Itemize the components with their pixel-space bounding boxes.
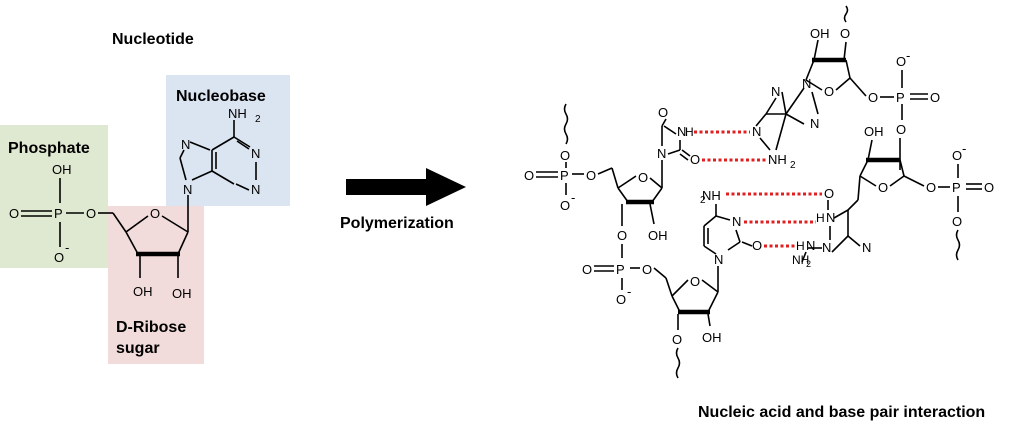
atom-h: H [816, 211, 825, 225]
atom-o: O [524, 168, 534, 183]
atom-o: O [952, 148, 962, 163]
atom-n: N [862, 240, 871, 255]
polymerization-arrow [346, 168, 466, 206]
atom-n: N [251, 182, 260, 197]
atom-p: P [54, 206, 63, 221]
atom-n: N [752, 124, 761, 139]
atom-sub2: 2 [700, 195, 706, 206]
charge-minus: - [906, 48, 910, 63]
atom-h: H [796, 239, 805, 253]
charge-minus: - [65, 240, 69, 255]
atom-h: H [685, 125, 694, 139]
atom-o: O [560, 148, 570, 163]
charge-minus: - [627, 284, 631, 299]
atom-o: O [930, 90, 940, 105]
atom-o: O [868, 90, 878, 105]
atom-o: O [658, 105, 668, 120]
atom-o: O [9, 206, 19, 221]
atom-oh: OH [810, 26, 830, 41]
atom-oh: OH [864, 124, 884, 139]
atom-p: P [952, 180, 961, 195]
atom-n: N [677, 124, 686, 139]
atom-p: P [560, 168, 569, 183]
atom-sub2: 2 [255, 114, 261, 125]
atom-nh2: NH [768, 152, 787, 167]
atom-n: N [732, 214, 741, 229]
atom-n: N [806, 238, 815, 253]
nucleotide-title: Nucleotide [112, 31, 194, 48]
atom-o: O [672, 332, 682, 347]
atom-oh: OH [172, 286, 192, 301]
polymer-caption: Nucleic acid and base pair interaction [698, 404, 985, 421]
atom-o: O [926, 180, 936, 195]
charge-minus: - [571, 190, 575, 205]
ribose-ring: O OH OH [112, 195, 192, 301]
atom-o: O [878, 180, 888, 195]
atom-o: O [824, 186, 834, 201]
atom-o: O [896, 54, 906, 69]
atom-n: N [251, 146, 260, 161]
atom-n: N [183, 182, 192, 197]
atom-oh: OH [133, 284, 153, 299]
atom-nh2: NH [792, 253, 809, 267]
atom-o: O [86, 206, 96, 221]
atom-o: O [840, 26, 850, 41]
atom-n: N [810, 116, 819, 131]
atom-o: O [638, 170, 648, 185]
atom-o: O [896, 122, 906, 137]
ribose-label-line1: D-Ribose [116, 319, 186, 336]
atom-o: O [54, 250, 64, 265]
atom-n: N [181, 137, 190, 152]
atom-o: O [582, 262, 592, 277]
atom-o: O [984, 180, 994, 195]
atom-o: O [586, 168, 596, 183]
atom-p: P [616, 262, 625, 277]
atom-n: N [657, 146, 666, 161]
atom-n: N [826, 210, 835, 225]
polymer-structure: O O P O O - O OH O N O N H [524, 5, 994, 379]
atom-o: O [617, 228, 627, 243]
phosphate-label: Phosphate [8, 140, 90, 157]
atom-o: O [642, 262, 652, 277]
atom-n: N [714, 252, 723, 267]
atom-sub2: 2 [790, 160, 796, 171]
atom-o: O [690, 152, 700, 167]
atom-n: N [802, 76, 811, 91]
atom-nh2: NH [702, 188, 721, 203]
atom-oh: OH [702, 330, 722, 345]
atom-o: O [616, 292, 626, 307]
phosphate-group: OH O P O O - [9, 162, 113, 265]
atom-o: O [952, 214, 962, 229]
ribose-label-line2: sugar [116, 340, 160, 357]
atom-o: O [560, 198, 570, 213]
atom-nh2: NH [228, 106, 247, 121]
nucleobase-label: Nucleobase [176, 88, 266, 105]
atom-oh: OH [648, 228, 668, 243]
adenine-base: N N NH 2 N N [179, 106, 261, 197]
atom-n: N [771, 84, 780, 99]
atom-oh: OH [52, 162, 72, 177]
atom-o: O [752, 238, 762, 253]
polymerization-label: Polymerization [340, 215, 454, 232]
atom-o: O [690, 274, 700, 289]
atom-o: O [824, 84, 834, 99]
atom-n: N [822, 240, 831, 255]
charge-minus: - [962, 141, 966, 156]
atom-sub2: 2 [806, 259, 811, 269]
phosphate-region [0, 125, 108, 268]
atom-o: O [150, 206, 160, 221]
atom-p: P [896, 90, 905, 105]
